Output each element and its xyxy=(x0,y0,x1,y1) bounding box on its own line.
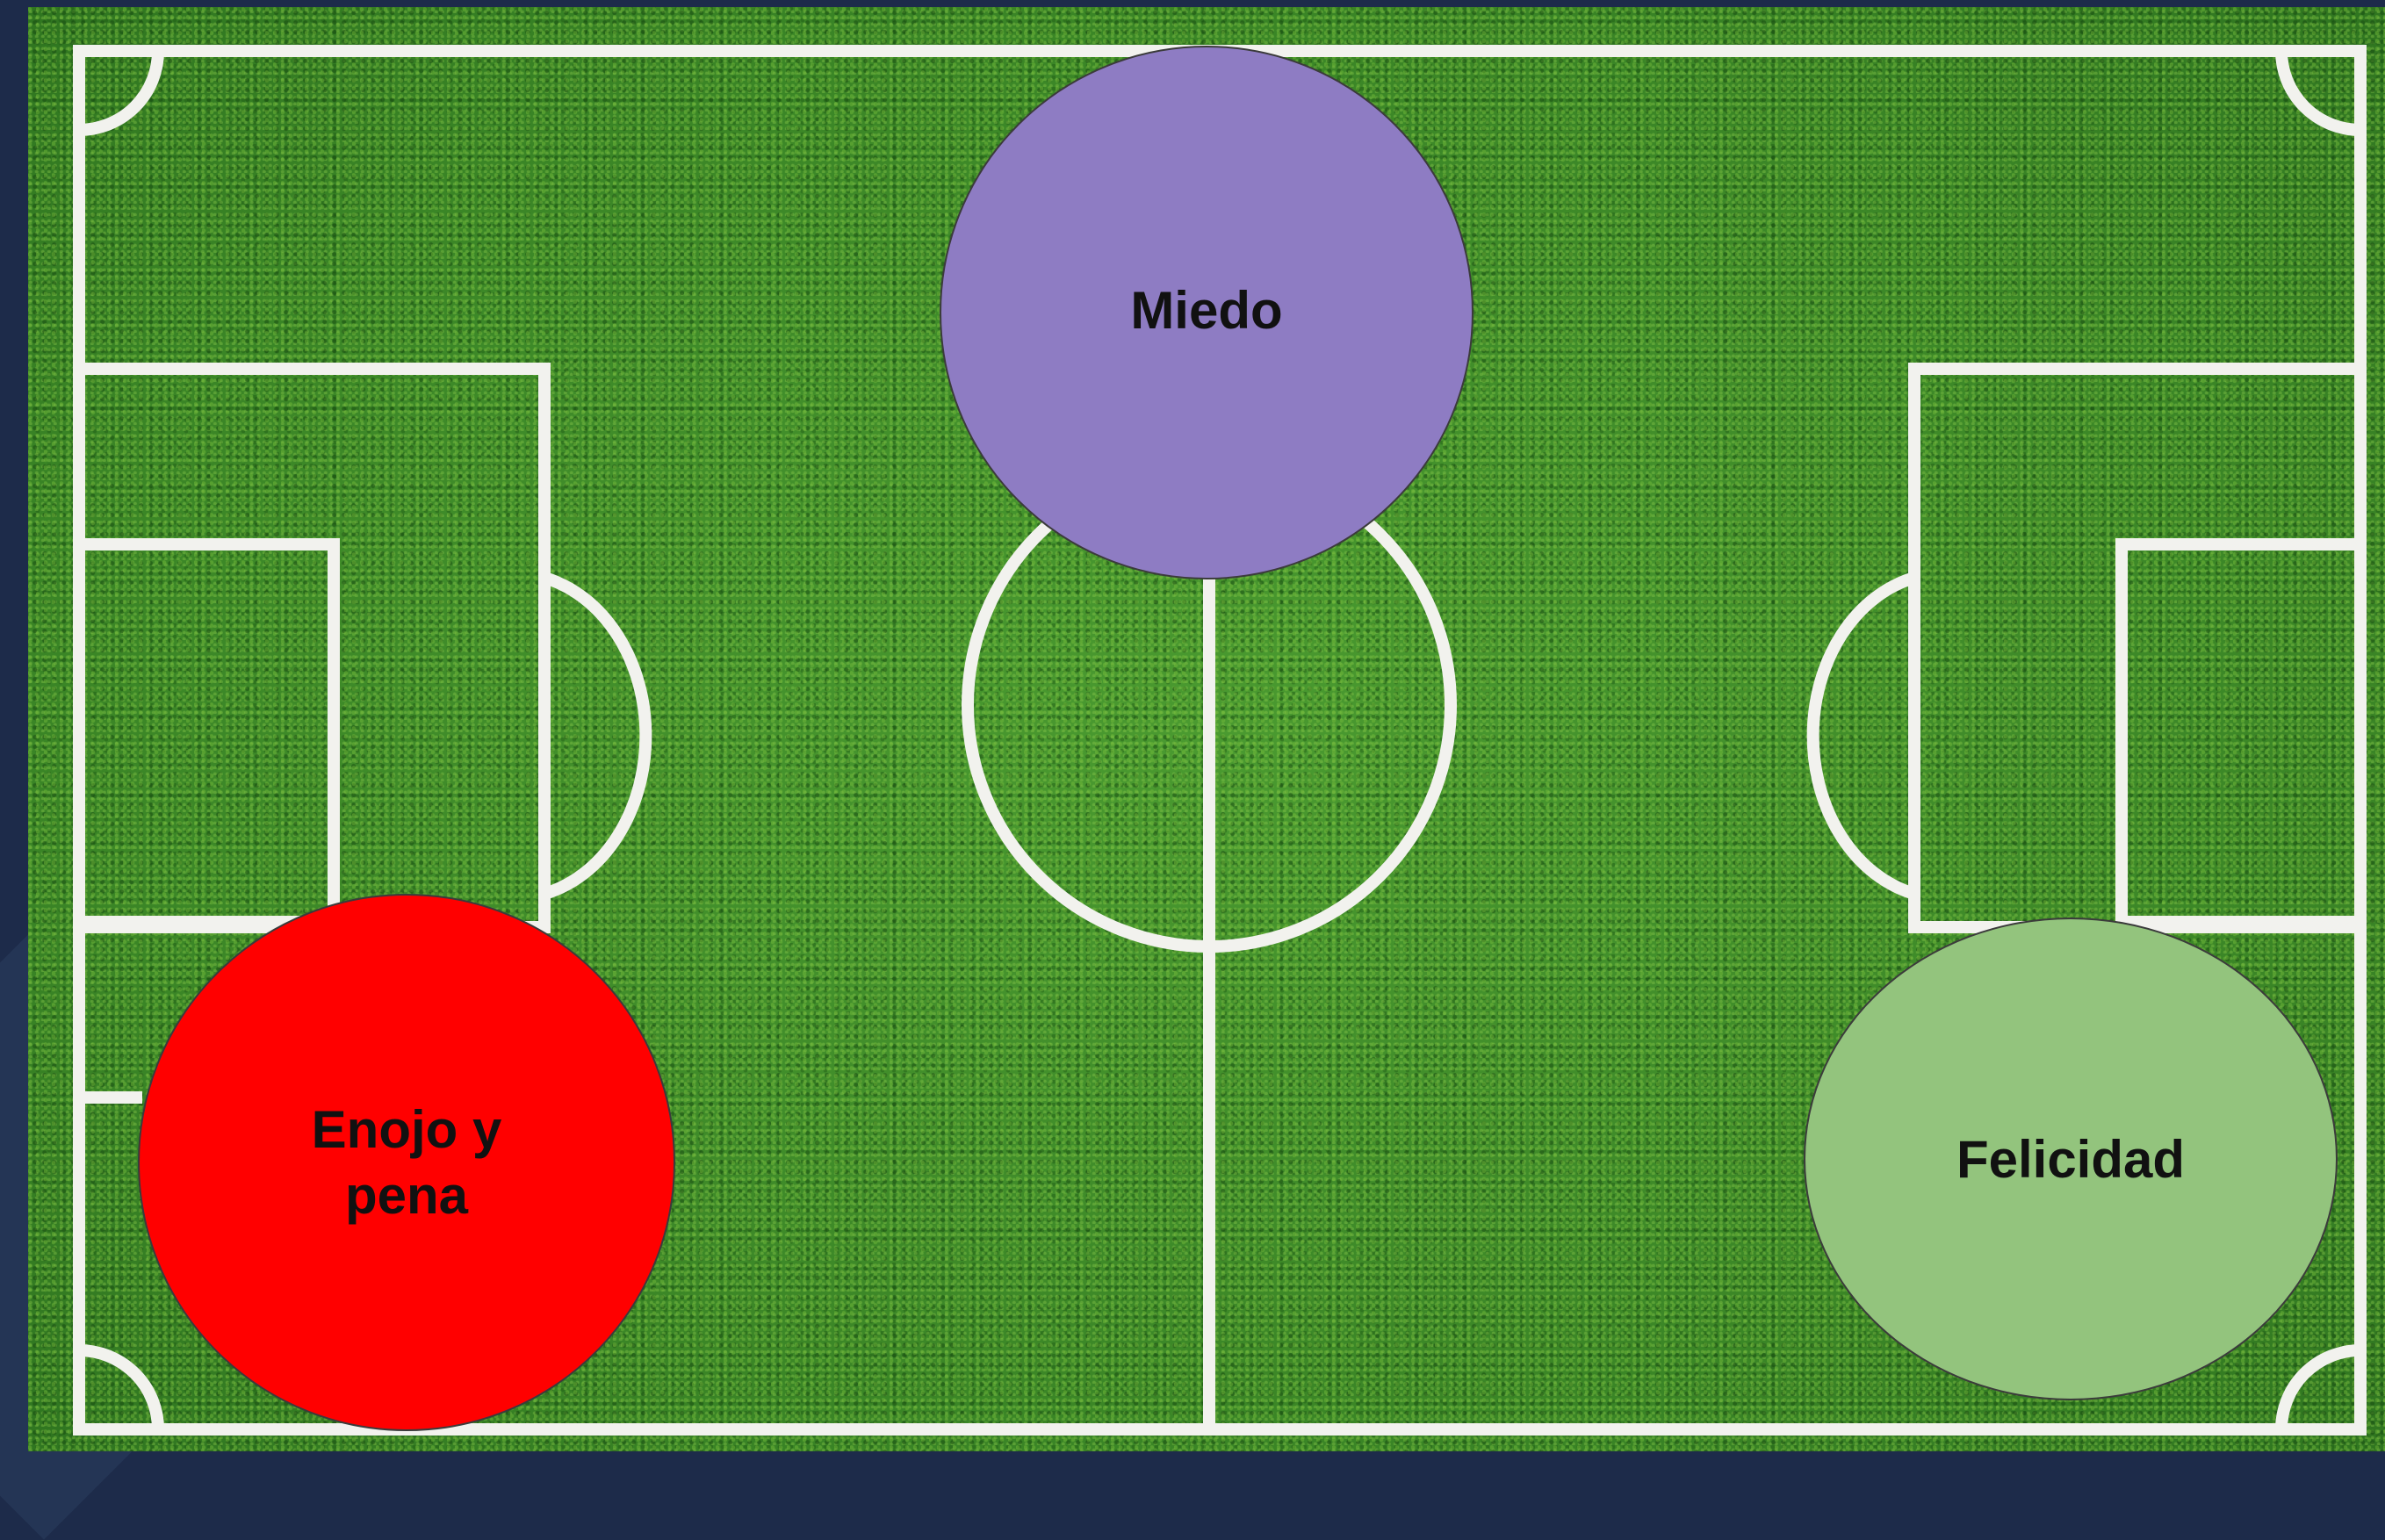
emotion-label-felicidad: Felicidad xyxy=(1956,1126,2185,1192)
emotion-circle-felicidad[interactable]: Felicidad xyxy=(1804,918,2338,1400)
emotion-label-miedo: Miedo xyxy=(1130,277,1282,343)
emotion-circle-enojo[interactable]: Enojo y pena xyxy=(138,894,675,1431)
emotion-circle-miedo[interactable]: Miedo xyxy=(940,46,1474,579)
emotion-label-enojo: Enojo y pena xyxy=(292,1097,521,1228)
